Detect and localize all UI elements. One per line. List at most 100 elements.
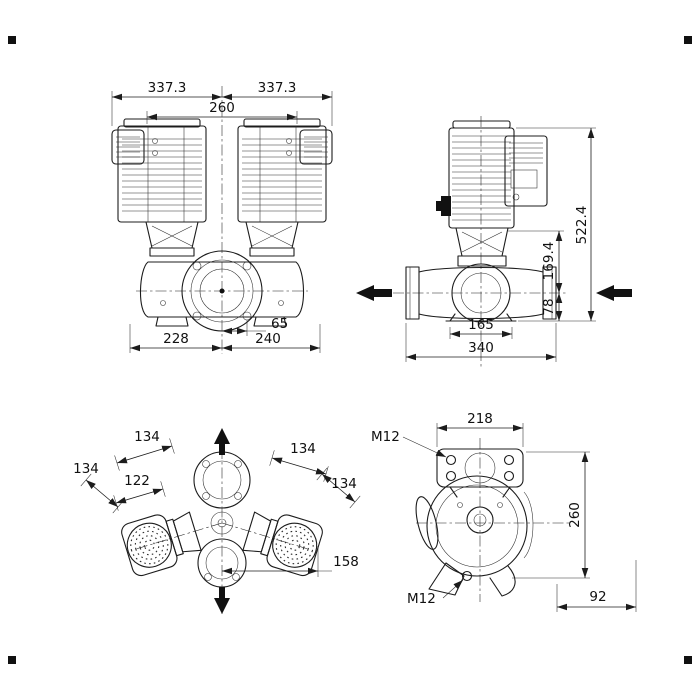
bolt-hole — [234, 460, 242, 468]
motor-right — [237, 118, 333, 223]
motor-body — [121, 514, 178, 577]
corner-mark — [8, 36, 16, 44]
grille-holes — [284, 535, 305, 556]
bolt-hole — [445, 454, 457, 466]
extension-lines — [317, 546, 332, 577]
motor-fins — [452, 135, 511, 221]
end-dimensions: 218 M12 260 M12 92 — [371, 411, 637, 612]
bolt-hole — [202, 460, 210, 468]
volute-inner — [460, 272, 502, 314]
extension-lines — [129, 324, 321, 353]
dim-label-92: 92 — [589, 589, 606, 605]
motor-seams — [259, 126, 297, 222]
drain-plug — [278, 300, 284, 306]
shaft-boss — [466, 506, 494, 534]
motor-cap — [452, 120, 511, 129]
flow-arrow-right — [596, 285, 632, 301]
motor-axis-right — [221, 522, 309, 550]
terminal-box — [111, 129, 145, 165]
coupling-right — [245, 221, 299, 257]
front-view: 337.3 337.3 260 65 228 240 — [111, 80, 333, 354]
dim-label-218: 218 — [467, 411, 493, 427]
control-button — [512, 193, 520, 201]
lantern — [145, 221, 199, 249]
lantern — [172, 511, 202, 553]
dim-line-134-e — [321, 473, 356, 503]
bolt-hole — [234, 492, 242, 500]
dim-label-134-d: 134 — [290, 441, 316, 457]
right-flange-edge — [523, 491, 534, 559]
dim-label-78: 78 — [541, 298, 557, 315]
flow-arrow-left — [356, 285, 392, 301]
flange-bore — [202, 460, 242, 500]
stud — [457, 502, 463, 508]
fan-grille — [272, 522, 318, 568]
motor-body — [266, 514, 323, 577]
pump-casing-side — [405, 263, 557, 323]
seal-band — [457, 255, 507, 267]
coupling-side — [455, 227, 509, 267]
grille-holes — [139, 535, 160, 556]
extension-lines — [508, 127, 596, 322]
dim-label-122: 122 — [124, 473, 150, 489]
grille-holes — [134, 530, 164, 560]
dim-label-522: 522.4 — [574, 206, 590, 245]
dim-label-228: 228 — [163, 331, 189, 347]
motor-left — [111, 118, 207, 223]
dim-label-260: 260 — [209, 100, 235, 116]
volute-inner — [435, 484, 519, 568]
extension-lines — [512, 451, 590, 579]
seal-band — [249, 247, 295, 257]
dim-line-134-b — [85, 479, 119, 508]
flow-arrow-down — [214, 587, 230, 614]
cable-gland — [436, 201, 441, 211]
flange-bolt-circle — [190, 259, 254, 323]
grille-holes — [275, 526, 314, 565]
support-foot — [428, 562, 465, 596]
lantern — [242, 511, 272, 553]
terminal-box — [299, 129, 333, 165]
front-dimensions: 337.3 337.3 260 65 228 240 — [111, 80, 333, 353]
dim-label-165: 165 — [468, 317, 494, 333]
fan-grille — [126, 522, 172, 568]
lantern — [245, 221, 299, 249]
center-mark — [219, 288, 225, 294]
grille-holes — [130, 526, 169, 565]
dim-label-340: 340 — [468, 340, 494, 356]
plan-view: 134 134 122 134 134 158 — [73, 428, 361, 614]
bolt-hole — [503, 470, 515, 482]
dim-label-337-right: 337.3 — [258, 80, 297, 96]
motor-body — [237, 125, 327, 223]
motor-body — [117, 125, 207, 223]
dim-label-134-b: 134 — [73, 461, 99, 477]
side-port-flange — [415, 496, 439, 550]
shaft-hub — [210, 511, 234, 535]
volute-outer — [426, 475, 528, 577]
flange-bore — [199, 268, 245, 314]
grille-holes — [143, 539, 155, 551]
bolt-hole — [445, 470, 457, 482]
plan-dimensions: 134 134 122 134 134 158 — [73, 429, 361, 577]
top-flange — [436, 448, 524, 488]
motor-fins — [122, 138, 202, 212]
shaft-center — [473, 513, 487, 527]
coupling-left — [145, 221, 199, 257]
control-box-stripes — [509, 142, 543, 164]
bolt-hole — [242, 311, 252, 321]
end-view: 218 M12 260 M12 92 — [371, 411, 637, 612]
leader-line — [402, 436, 447, 458]
extension-lines — [111, 91, 333, 126]
bolt-hole — [286, 150, 292, 156]
clamp-cross — [151, 225, 193, 247]
casing-feet — [155, 316, 287, 327]
dim-label-134-a: 134 — [134, 429, 160, 445]
bolt-label-top: M12 — [371, 429, 400, 445]
casing-outline — [139, 261, 305, 318]
dim-line-122 — [115, 488, 164, 504]
casing-bottom — [418, 313, 544, 320]
bolt-hole — [202, 492, 210, 500]
bolt-hole — [461, 570, 473, 582]
flange-bore — [464, 452, 496, 484]
bolt-hole — [242, 261, 252, 271]
